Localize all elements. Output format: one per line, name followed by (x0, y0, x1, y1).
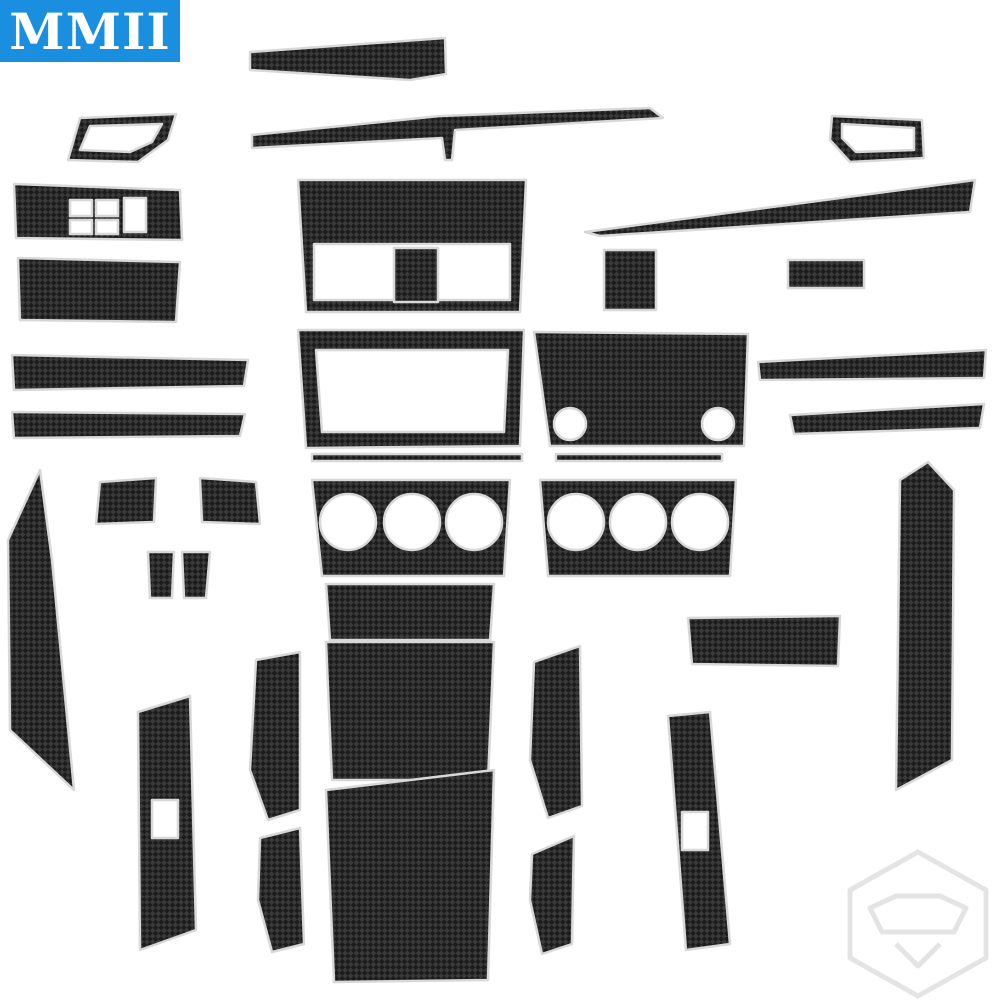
part-hazard-switch-frame (392, 246, 440, 304)
brand-logo-text: MMII (9, 1, 171, 61)
part-right-door-handle-frame (528, 644, 584, 820)
part-window-switch-button (122, 196, 148, 234)
part-left-door-trim-panel (16, 256, 182, 324)
part-glovebox-trim (686, 614, 842, 668)
part-gauge-cutout (546, 492, 606, 552)
part-window-switch-button (68, 198, 94, 218)
part-small-switch-trim (180, 550, 212, 600)
part-gauge-cutout (382, 492, 442, 552)
part-gauge-cutout (444, 492, 504, 552)
part-right-vent-frame (828, 114, 926, 164)
part-gauge-cutout (670, 492, 730, 552)
part-driver-window-switch-panel (6, 468, 76, 792)
part-rear-console-panel (324, 768, 496, 984)
part-switch-cutout (680, 810, 710, 852)
part-right-dash-strip (583, 178, 977, 238)
part-small-switch-frame (602, 248, 658, 312)
part-right-door-pull-frame (528, 834, 576, 956)
part-left-door-handle-frame (248, 650, 302, 822)
robot-mascot-icon (847, 849, 989, 999)
part-gauge-cutout (318, 492, 378, 552)
part-left-door-strip-upper (10, 353, 250, 392)
part-window-switch-button (94, 198, 120, 218)
part-window-switch-button (94, 218, 120, 236)
part-right-mirror-switch-frame (198, 476, 262, 526)
part-gauge-cutout (608, 492, 668, 552)
part-climate-knob-cutout (700, 406, 736, 442)
part-small-trim-piece (786, 258, 866, 290)
part-dash-strip-upper (248, 36, 448, 82)
part-dash-strip-long (250, 106, 665, 162)
part-right-door-strip-upper (756, 348, 988, 382)
part-passenger-window-switch-panel (894, 460, 956, 792)
part-gear-shift-panel (324, 640, 496, 782)
part-left-vent-frame (66, 112, 178, 164)
part-left-mirror-switch-frame (94, 476, 158, 526)
brand-logo-badge: MMII (0, 0, 180, 62)
part-switch-cutout (150, 798, 180, 840)
part-left-door-pull-frame (256, 826, 306, 954)
part-right-door-strip-lower (788, 402, 986, 436)
part-radio-bezel (296, 328, 526, 450)
part-thin-trim-strip (554, 452, 724, 463)
part-thin-trim-strip (310, 452, 524, 463)
part-small-switch-trim (146, 550, 176, 600)
part-climate-knob-cutout (552, 406, 588, 442)
part-left-door-strip-lower (10, 410, 247, 440)
part-console-switch-panel (324, 582, 496, 642)
part-window-switch-button (68, 218, 94, 236)
part-climate-control-panel (532, 330, 750, 448)
